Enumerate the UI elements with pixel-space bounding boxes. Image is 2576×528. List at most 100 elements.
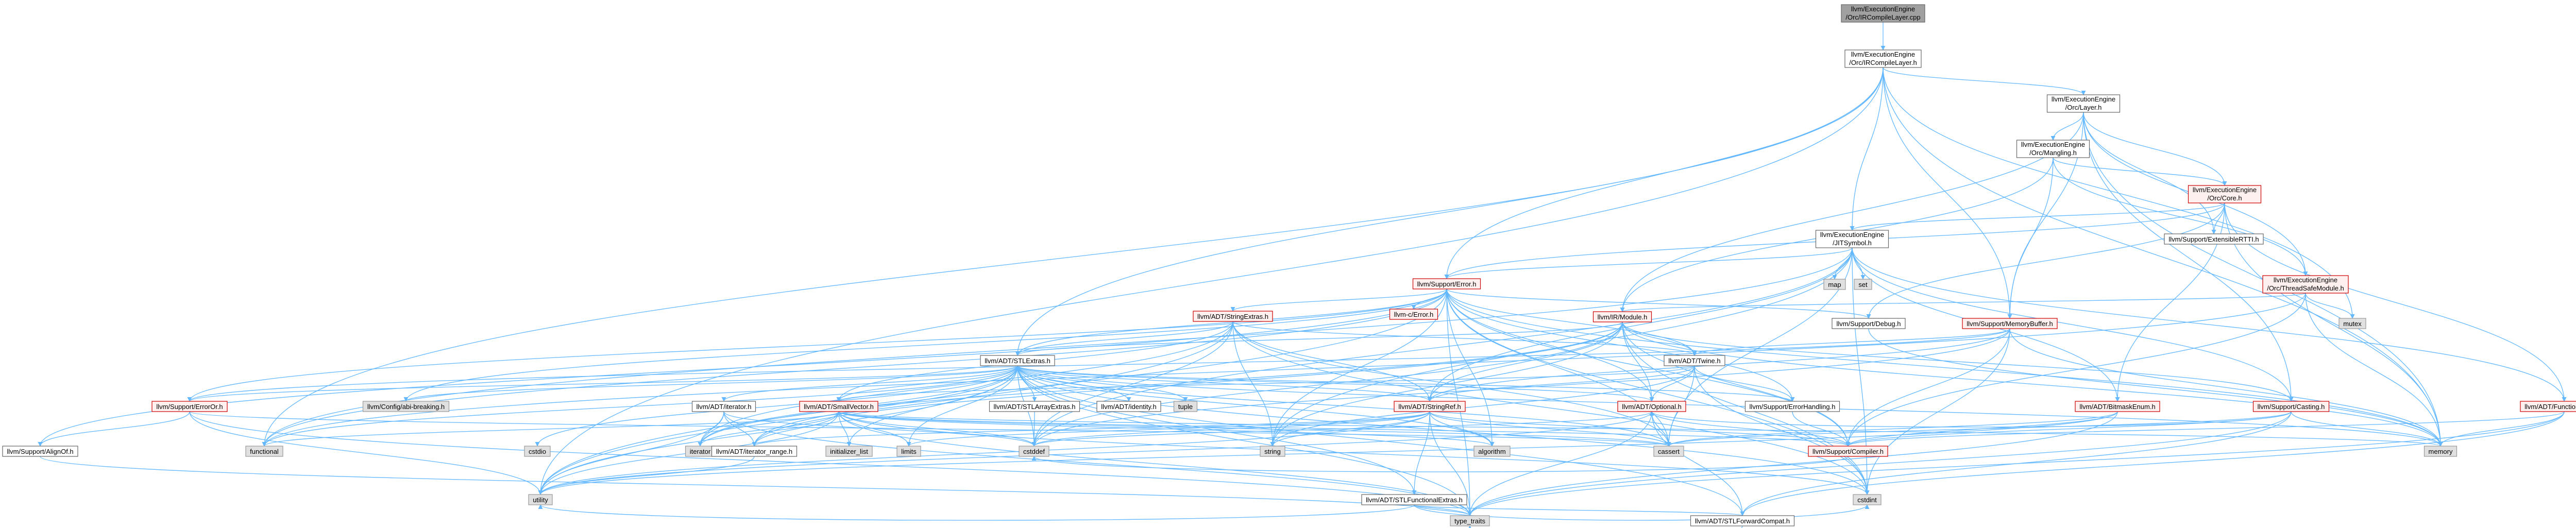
node-casting-h[interactable]: llvm/Support/Casting.h — [2252, 401, 2330, 412]
edge-stlextras_h-to-functional — [262, 365, 1018, 447]
edge-twine_h-to-stringref_h — [1427, 365, 1695, 402]
node-label: llvm/ADT/Optional.h — [1622, 403, 1682, 411]
edge-optional_h-to-stlforwardcompat_h — [1651, 411, 1745, 516]
node-layer-h[interactable]: llvm/ExecutionEngine/Orc/Layer.h — [2046, 94, 2121, 113]
edge-support_error_h-to-cassert — [1446, 288, 1671, 447]
node-extensiblertti-h[interactable]: llvm/Support/ExtensibleRTTI.h — [2164, 233, 2264, 245]
node-label: llvm/Config/abi-breaking.h — [367, 403, 445, 411]
node-debug-h[interactable]: llvm/Support/Debug.h — [1832, 318, 1906, 329]
header-nodes: llvm/ExecutionEngine/Orc/IRCompileLayer.… — [2, 4, 2576, 526]
node-stlfunctionalextras-h[interactable]: llvm/ADT/STLFunctionalExtras.h — [1361, 494, 1467, 505]
node-functional: functional — [245, 446, 283, 457]
node-stlforwardcompat-h[interactable]: llvm/ADT/STLForwardCompat.h — [1690, 515, 1795, 526]
node-box — [2016, 140, 2090, 158]
edge-twine_h-to-string — [1270, 365, 1695, 447]
edge-core_h-to-jitsymbol_h — [1850, 202, 2225, 231]
node-stlarrayextras-h[interactable]: llvm/ADT/STLArrayExtras.h — [989, 401, 1080, 412]
edge-stlfunctionalextras_h-to-stlforwardcompat_h — [1414, 504, 1745, 516]
edge-stlextras_h-to-errorhandling_h — [1017, 365, 1795, 402]
node-mutex: mutex — [2338, 318, 2366, 329]
node-box — [691, 401, 756, 412]
node-label: llvm/Support/ExtensibleRTTI.h — [2168, 235, 2259, 243]
node-c-error-h[interactable]: llvm-c/Error.h — [1389, 309, 1438, 320]
node-smallvector-h[interactable]: llvm/ADT/SmallVector.h — [799, 401, 878, 412]
node-memorybuffer-h[interactable]: llvm/Support/MemoryBuffer.h — [1962, 318, 2058, 329]
edge-irmodule_h-to-cstddef — [1031, 321, 1623, 447]
edge-stlextras_h-to-optional_h — [1017, 365, 1654, 402]
node-functionextras-h[interactable]: llvm/ADT/FunctionExtras.h — [2520, 401, 2576, 412]
node-box — [1193, 311, 1273, 322]
edge-stringextras_h-to-stringref_h — [1232, 321, 1432, 402]
edge-casting_h-to-optional_h — [1649, 411, 2292, 428]
edge-iterator_h-to-utility — [538, 411, 724, 495]
edge-stlextras_h-to-iterator_h — [721, 365, 1018, 402]
node-root[interactable]: llvm/ExecutionEngine/Orc/IRCompileLayer.… — [1841, 4, 1925, 23]
node-box — [1450, 515, 1490, 526]
node-compiler-h[interactable]: llvm/Support/Compiler.h — [1808, 446, 1888, 457]
edge-optional_h-to-type_traits — [1467, 411, 1652, 516]
node-cstdint: cstdint — [1853, 494, 1882, 505]
edge-layer_h-to-mangling_h — [2050, 112, 2084, 141]
node-label: functional — [250, 448, 279, 455]
node-iterator-h[interactable]: llvm/ADT/iterator.h — [691, 401, 756, 412]
node-label: /Orc/ThreadSafeModule.h — [2267, 284, 2344, 292]
node-label: tuple — [1178, 403, 1193, 411]
node-iterator-range-h[interactable]: llvm/ADT/iterator_range.h — [711, 446, 798, 457]
node-bitmaskenum-h[interactable]: llvm/ADT/BitmaskEnum.h — [2075, 401, 2160, 412]
edge-irmodule_h-to-casting_h — [1622, 321, 2294, 402]
node-irmodule-h[interactable]: llvm/IR/Module.h — [1592, 311, 1652, 322]
edge-irmodule_h-to-iterator_range_h — [752, 321, 1623, 447]
node-support-error-h[interactable]: llvm/Support/Error.h — [1412, 278, 1481, 289]
node-twine-h[interactable]: llvm/ADT/Twine.h — [1664, 355, 1725, 366]
node-box — [2164, 233, 2264, 245]
node-stringref-h[interactable]: llvm/ADT/StringRef.h — [1394, 401, 1466, 412]
edge-core_h-to-memory — [2224, 202, 2443, 447]
edge-optional_h-to-cstddef — [1031, 411, 1652, 447]
node-ircompilelayer-h[interactable]: llvm/ExecutionEngine/Orc/IRCompileLayer.… — [1844, 49, 1922, 68]
node-core-h[interactable]: llvm/ExecutionEngine/Orc/Core.h — [2188, 185, 2262, 203]
node-stringextras-h[interactable]: llvm/ADT/StringExtras.h — [1193, 311, 1273, 322]
edge-memorybuffer_h-to-memory — [2009, 328, 2443, 447]
edge-layer_h-to-core_h — [2083, 112, 2227, 186]
node-label: cstdint — [1857, 496, 1877, 504]
node-erroror-h[interactable]: llvm/Support/ErrorOr.h — [151, 401, 228, 412]
edge-functionextras_h-to-type_traits — [1467, 411, 2565, 516]
node-stlextras-h[interactable]: llvm/ADT/STLExtras.h — [980, 355, 1055, 366]
edge-stringref_h-to-cstddef — [1031, 411, 1430, 447]
edge-smallvector_h-to-initializer_list — [838, 411, 852, 447]
edge-stringref_h-to-limits — [906, 411, 1430, 447]
node-errorhandling-h[interactable]: llvm/Support/ErrorHandling.h — [1744, 401, 1840, 412]
edge-ircompilelayer_h-to-memory — [1883, 67, 2443, 447]
node-box — [1853, 494, 1882, 505]
node-mangling-h[interactable]: llvm/ExecutionEngine/Orc/Mangling.h — [2016, 140, 2090, 158]
node-tuple: tuple — [1173, 401, 1198, 412]
node-jitsymbol-h[interactable]: llvm/ExecutionEngine/JITSymbol.h — [1815, 230, 1889, 248]
node-set: set — [1854, 279, 1872, 290]
node-box — [1832, 318, 1906, 329]
edge-functionextras_h-to-memory — [2438, 411, 2565, 447]
edge-stlfunctionalextras_h-to-cstdint — [1414, 504, 1870, 521]
node-label: llvm/ADT/STLExtras.h — [985, 357, 1050, 365]
node-label: llvm/ADT/Twine.h — [1668, 357, 1720, 365]
node-identity-h[interactable]: llvm/ADT/identity.h — [1096, 401, 1161, 412]
node-label: /Orc/Core.h — [2207, 194, 2242, 202]
edge-support_error_h-to-twine_h — [1446, 288, 1697, 356]
edge-twine_h-to-optional_h — [1649, 365, 1695, 402]
node-label: string — [1264, 448, 1281, 455]
node-label: /Orc/Layer.h — [2065, 104, 2102, 111]
edge-support_error_h-to-compiler_h — [1446, 288, 1851, 447]
node-box — [245, 446, 283, 457]
node-threadsafemodule-h[interactable]: llvm/ExecutionEngine/Orc/ThreadSafeModul… — [2262, 275, 2349, 294]
edge-smallvector_h-to-iterator_range_h — [752, 411, 839, 447]
node-box — [2, 446, 78, 457]
edge-smallvector_h-to-cstddef — [838, 411, 1037, 447]
node-optional-h[interactable]: llvm/ADT/Optional.h — [1617, 401, 1686, 412]
node-box — [1173, 401, 1198, 412]
node-map: map — [1823, 279, 1846, 290]
node-alignof-h[interactable]: llvm/Support/AlignOf.h — [2, 446, 78, 457]
edge-jitsymbol_h-to-casting_h — [1852, 247, 2294, 402]
node-label: llvm/ADT/iterator_range.h — [716, 448, 792, 455]
node-label: llvm/ADT/SmallVector.h — [804, 403, 874, 411]
edge-irmodule_h-to-compiler_h — [1622, 321, 1851, 447]
